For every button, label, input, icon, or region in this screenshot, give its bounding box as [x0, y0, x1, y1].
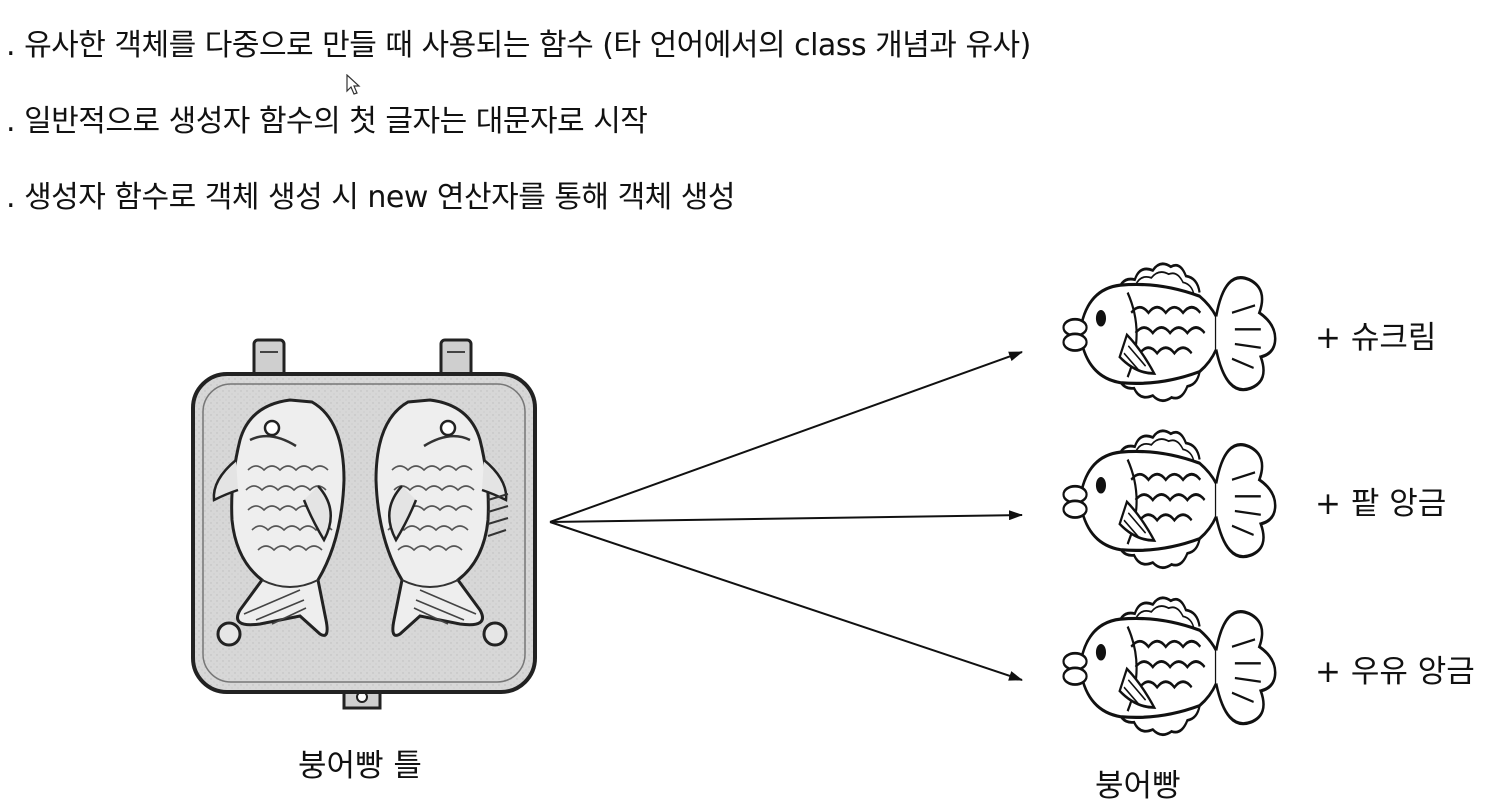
arrow-to-fish-2 [549, 510, 1023, 523]
fish-bread-icon [1061, 262, 1277, 403]
bullet-line-3: . 생성자 함수로 객체 생성 시 new 연산자를 통해 객체 생성 [6, 180, 736, 215]
fish-mold-image [191, 338, 537, 710]
arrows [549, 351, 1023, 681]
filling-label-milk: + 우유 앙금 [1315, 654, 1475, 690]
arrow-to-fish-1 [549, 351, 1023, 523]
mouse-pointer-icon [346, 74, 361, 95]
fish-bread-icon [1061, 429, 1277, 570]
filling-label-redbean: + 팥 앙금 [1315, 486, 1447, 522]
filling-label-cream: + 슈크림 [1315, 320, 1437, 356]
fish-bread-caption: 붕어빵 [1095, 768, 1181, 804]
mold-caption: 붕어빵 틀 [298, 748, 422, 784]
bullet-line-1: . 유사한 객체를 다중으로 만들 때 사용되는 함수 (타 언어에서의 cla… [6, 28, 1031, 63]
bullet-line-2: . 일반적으로 생성자 함수의 첫 글자는 대문자로 시작 [6, 104, 648, 139]
fish-bread-icon [1061, 596, 1277, 737]
arrow-to-fish-3 [549, 521, 1023, 681]
